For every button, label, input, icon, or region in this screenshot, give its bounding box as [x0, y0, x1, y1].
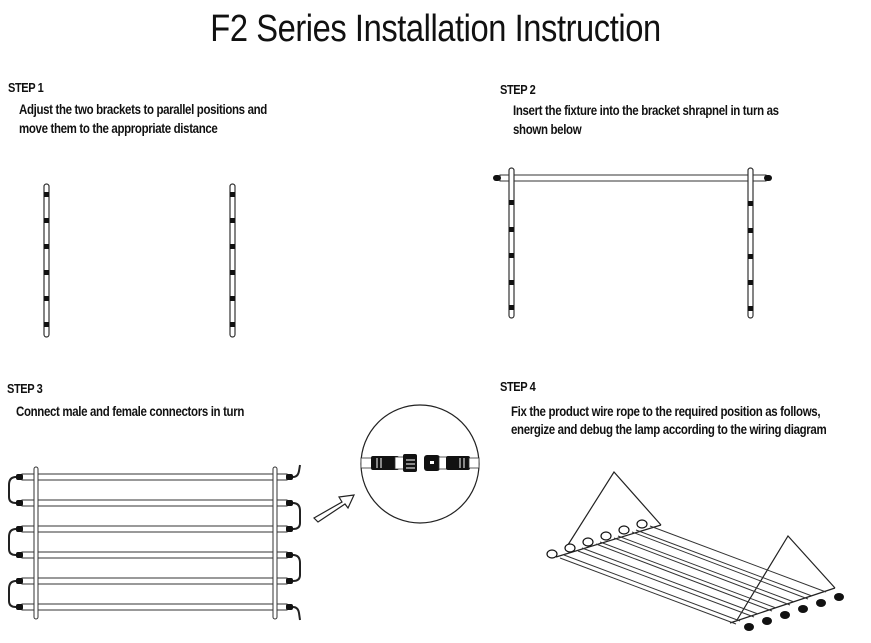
end-caps-right [744, 593, 844, 631]
arrow-icon [313, 494, 356, 523]
bracket-right [747, 167, 754, 319]
end-caps-left [546, 519, 648, 559]
step-3-label: STEP 3 [7, 381, 43, 396]
step-3-text-line-1: Connect male and female connectors in tu… [16, 404, 245, 419]
fixture-tube [493, 174, 772, 182]
jumper-cables [8, 464, 301, 621]
step-1-label: STEP 1 [8, 80, 44, 95]
female-connector [424, 455, 480, 471]
step-3-wiring-diagram [8, 464, 301, 621]
wire-rope-right [736, 535, 836, 621]
bracket-left [33, 466, 39, 620]
connector-detail-callout [360, 404, 480, 524]
male-connector [360, 454, 417, 472]
step-1-brackets-diagram [43, 183, 236, 338]
fixture-rows [21, 473, 288, 611]
fixture-tubes [559, 525, 827, 625]
step-1-text-line-1: Adjust the two brackets to parallel posi… [19, 102, 267, 117]
bracket-right [229, 183, 236, 338]
step-2-fixture-diagram [493, 167, 772, 319]
connector-ends [16, 474, 293, 610]
bracket-right [272, 466, 278, 620]
wire-rope-left [565, 471, 662, 549]
step-2-text-line-1: Insert the fixture into the bracket shra… [513, 103, 779, 118]
page-title: F2 Series Installation Instruction [210, 8, 661, 50]
brackets [555, 524, 836, 624]
step-4-label: STEP 4 [500, 379, 536, 394]
step-2-text-line-2: shown below [513, 122, 582, 137]
step-1-text-line-2: move them to the appropriate distance [19, 121, 218, 136]
step-2-label: STEP 2 [500, 82, 536, 97]
step-4-text-line-1: Fix the product wire rope to the require… [511, 404, 821, 419]
step-4-hanging-diagram [546, 471, 844, 631]
bracket-left [43, 183, 50, 338]
step-4-text-line-2: energize and debug the lamp according to… [511, 422, 827, 437]
bracket-left [508, 167, 515, 319]
